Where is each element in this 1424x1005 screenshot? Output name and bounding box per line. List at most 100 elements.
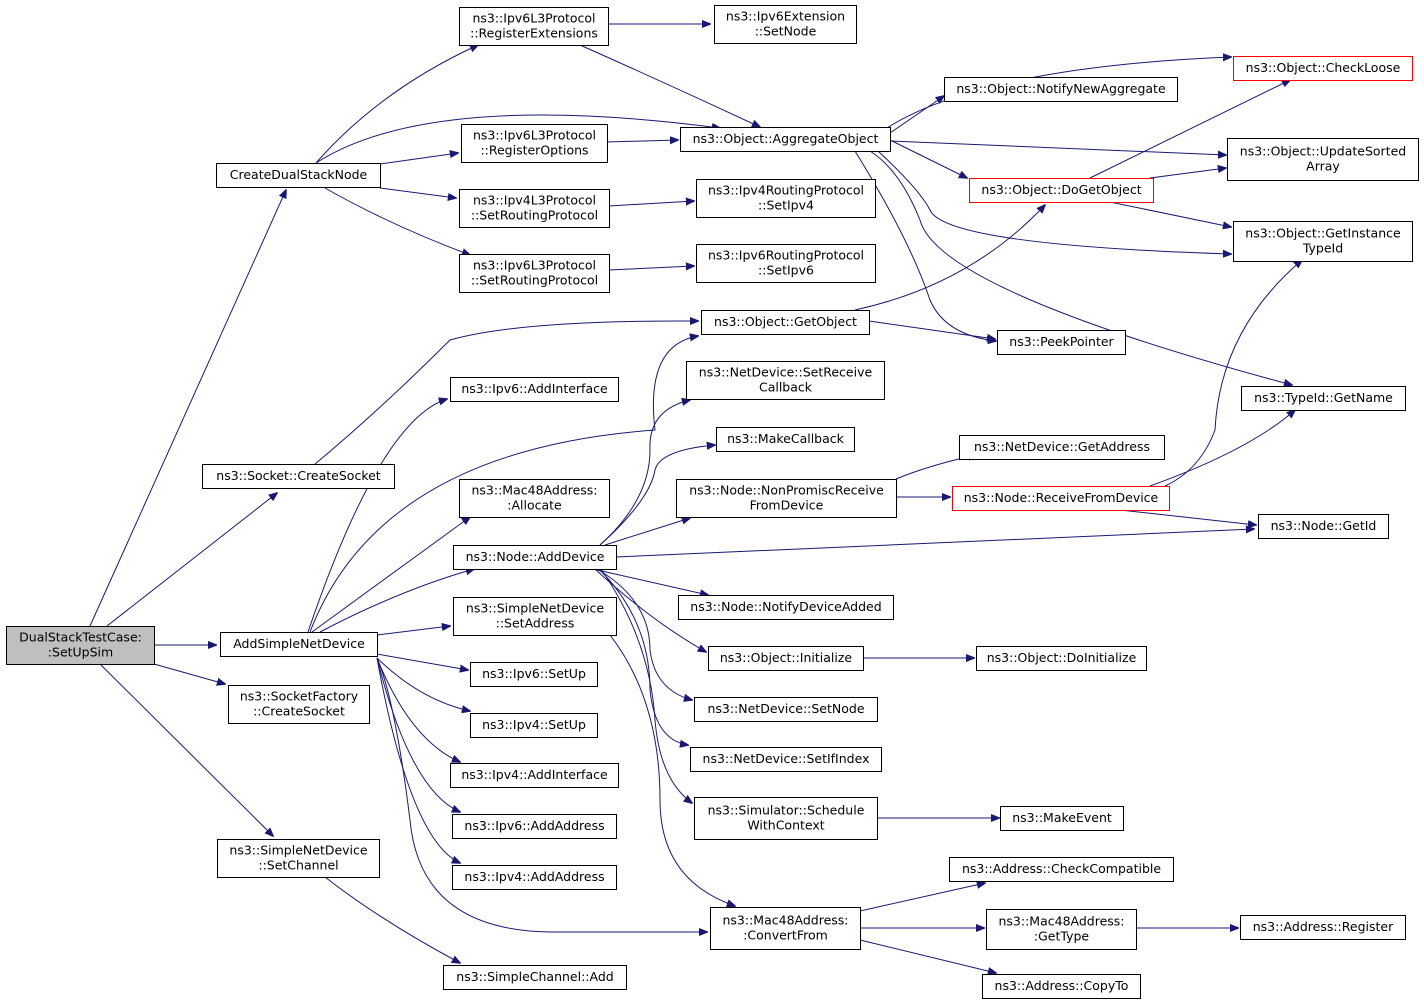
node-ipv6-regopt[interactable]: ns3::Ipv6L3Protocol::RegisterOptions <box>461 124 608 163</box>
node-label: ns3::Mac48Address: <box>471 483 597 498</box>
node-obj-doinit[interactable]: ns3::Object::DoInitialize <box>976 646 1147 671</box>
call-edge-36 <box>600 568 692 803</box>
node-box <box>1233 221 1413 262</box>
node-ipv4-setrp[interactable]: ns3::Ipv4L3Protocol::SetRoutingProtocol <box>459 189 610 228</box>
node-box <box>714 5 857 44</box>
node-ipv6-addaddr[interactable]: ns3::Ipv6::AddAddress <box>452 814 617 839</box>
node-simplechan-add[interactable]: ns3::SimpleChannel::Add <box>443 965 627 990</box>
node-label: ::SetIpv6 <box>758 263 814 278</box>
node-box <box>452 814 617 839</box>
call-edge-10 <box>314 321 698 465</box>
node-ipv6rp-setipv6[interactable]: ns3::Ipv6RoutingProtocol::SetIpv6 <box>696 244 876 283</box>
node-mac-gettype[interactable]: ns3::Mac48Address::GetType <box>986 909 1137 950</box>
node-obj-init[interactable]: ns3::Object::Initialize <box>708 646 864 671</box>
call-edge-57 <box>859 883 985 912</box>
node-label: FromDevice <box>750 498 824 513</box>
call-edge-59 <box>859 939 996 973</box>
node-checkloose[interactable]: ns3::Object::CheckLoose <box>1233 56 1413 81</box>
node-ipv6-setup[interactable]: ns3::Ipv6::SetUp <box>470 662 598 687</box>
node-label: ns3::Object::UpdateSorted <box>1240 144 1406 159</box>
node-label: ns3::Object::AggregateObject <box>693 131 879 146</box>
call-edge-3 <box>153 663 225 684</box>
node-label: ::SetChannel <box>258 858 338 873</box>
node-dogetobject[interactable]: ns3::Object::DoGetObject <box>969 178 1154 203</box>
node-label: ns3::Mac48Address: <box>722 913 848 928</box>
node-box <box>710 907 861 950</box>
node-snd-setaddr[interactable]: ns3::SimpleNetDevice::SetAddress <box>453 597 617 636</box>
node-mac-alloc[interactable]: ns3::Mac48Address::Allocate <box>459 479 610 518</box>
node-aggregate[interactable]: ns3::Object::AggregateObject <box>680 127 891 152</box>
node-ipv4-addaddr[interactable]: ns3::Ipv4::AddAddress <box>452 865 617 890</box>
node-ipv6-regext[interactable]: ns3::Ipv6L3Protocol::RegisterExtensions <box>459 7 609 46</box>
node-box <box>686 361 885 400</box>
node-node-recvfromdev[interactable]: ns3::Node::ReceiveFromDevice <box>952 486 1170 511</box>
node-typeid-getname[interactable]: ns3::TypeId::GetName <box>1241 386 1406 411</box>
call-edge-34 <box>596 568 692 700</box>
node-box <box>470 662 598 687</box>
node-label: ns3::Address::Register <box>1253 919 1394 934</box>
node-ipv6ext-setnode[interactable]: ns3::Ipv6Extension::SetNode <box>714 5 857 44</box>
node-box <box>949 857 1174 882</box>
node-ipv4-addif[interactable]: ns3::Ipv4::AddInterface <box>450 763 619 788</box>
node-box <box>450 763 619 788</box>
node-nd-setifindex[interactable]: ns3::NetDevice::SetIfIndex <box>690 747 882 772</box>
node-addr-checkcompat[interactable]: ns3::Address::CheckCompatible <box>949 857 1174 882</box>
node-create-socket[interactable]: ns3::Socket::CreateSocket <box>202 464 395 489</box>
node-mac-convert[interactable]: ns3::Mac48Address::ConvertFrom <box>710 907 861 950</box>
node-box <box>450 377 619 402</box>
node-label: ::SetAddress <box>496 616 575 631</box>
node-label: ::SetIpv4 <box>758 198 814 213</box>
node-sockfactory[interactable]: ns3::SocketFactory::CreateSocket <box>228 685 370 724</box>
call-edge-18 <box>376 657 460 762</box>
call-edge-0 <box>89 190 286 627</box>
call-edge-21 <box>376 657 707 932</box>
node-ipv6-setrp[interactable]: ns3::Ipv6L3Protocol::SetRoutingProtocol <box>459 254 610 293</box>
node-nd-setnode[interactable]: ns3::NetDevice::SetNode <box>694 697 878 722</box>
call-edge-50 <box>1109 201 1231 227</box>
node-create-dual[interactable]: CreateDualStackNode <box>216 163 381 188</box>
node-addr-copyto[interactable]: ns3::Address::CopyTo <box>982 974 1141 999</box>
node-box <box>944 77 1178 102</box>
node-node-notify[interactable]: ns3::Node::NotifyDeviceAdded <box>678 595 894 620</box>
node-setchannel[interactable]: ns3::SimpleNetDevice::SetChannel <box>217 839 380 878</box>
node-node-getid[interactable]: ns3::Node::GetId <box>1258 514 1389 539</box>
node-getobject[interactable]: ns3::Object::GetObject <box>701 310 870 335</box>
node-label: ns3::Object::CheckLoose <box>1246 60 1401 75</box>
node-ipv4-setup[interactable]: ns3::Ipv4::SetUp <box>470 713 598 738</box>
node-root[interactable]: DualStackTestCase::SetUpSim <box>6 626 155 665</box>
node-notify-newagg[interactable]: ns3::Object::NotifyNewAggregate <box>944 77 1178 102</box>
node-label: ::SetNode <box>755 24 817 39</box>
node-peekpointer[interactable]: ns3::PeekPointer <box>997 330 1126 355</box>
node-box <box>6 626 155 665</box>
node-label: ::SetRoutingProtocol <box>471 273 598 288</box>
node-label: ns3::Ipv6L3Protocol <box>473 128 596 143</box>
call-nodes: DualStackTestCase::SetUpSim CreateDualSta… <box>6 5 1419 999</box>
node-box <box>459 479 610 518</box>
node-box <box>453 545 617 570</box>
node-label: DualStackTestCase: <box>19 630 142 645</box>
node-label: ns3::Node::AddDevice <box>466 549 605 564</box>
node-makeevent[interactable]: ns3::MakeEvent <box>1000 806 1124 831</box>
node-node-adddev[interactable]: ns3::Node::AddDevice <box>453 545 617 570</box>
node-ipv4rp-setipv4[interactable]: ns3::Ipv4RoutingProtocol::SetIpv4 <box>696 179 876 218</box>
node-nd-getaddr[interactable]: ns3::NetDevice::GetAddress <box>959 435 1165 460</box>
node-label: Array <box>1306 159 1340 174</box>
call-edge-14 <box>319 569 474 633</box>
node-box <box>443 965 627 990</box>
node-label: ns3::SocketFactory <box>240 689 359 704</box>
node-makecallback[interactable]: ns3::MakeCallback <box>716 427 855 452</box>
node-label: ns3::Ipv6L3Protocol <box>472 11 595 26</box>
node-ipv6-addif[interactable]: ns3::Ipv6::AddInterface <box>450 377 619 402</box>
node-box <box>1233 56 1413 81</box>
call-edge-37 <box>609 634 735 906</box>
node-addr-register[interactable]: ns3::Address::Register <box>1240 915 1406 940</box>
call-edge-6 <box>315 114 720 164</box>
node-add-simple[interactable]: AddSimpleNetDevice <box>220 632 378 657</box>
node-label: ns3::Object::Initialize <box>720 650 853 665</box>
node-box <box>453 597 617 636</box>
